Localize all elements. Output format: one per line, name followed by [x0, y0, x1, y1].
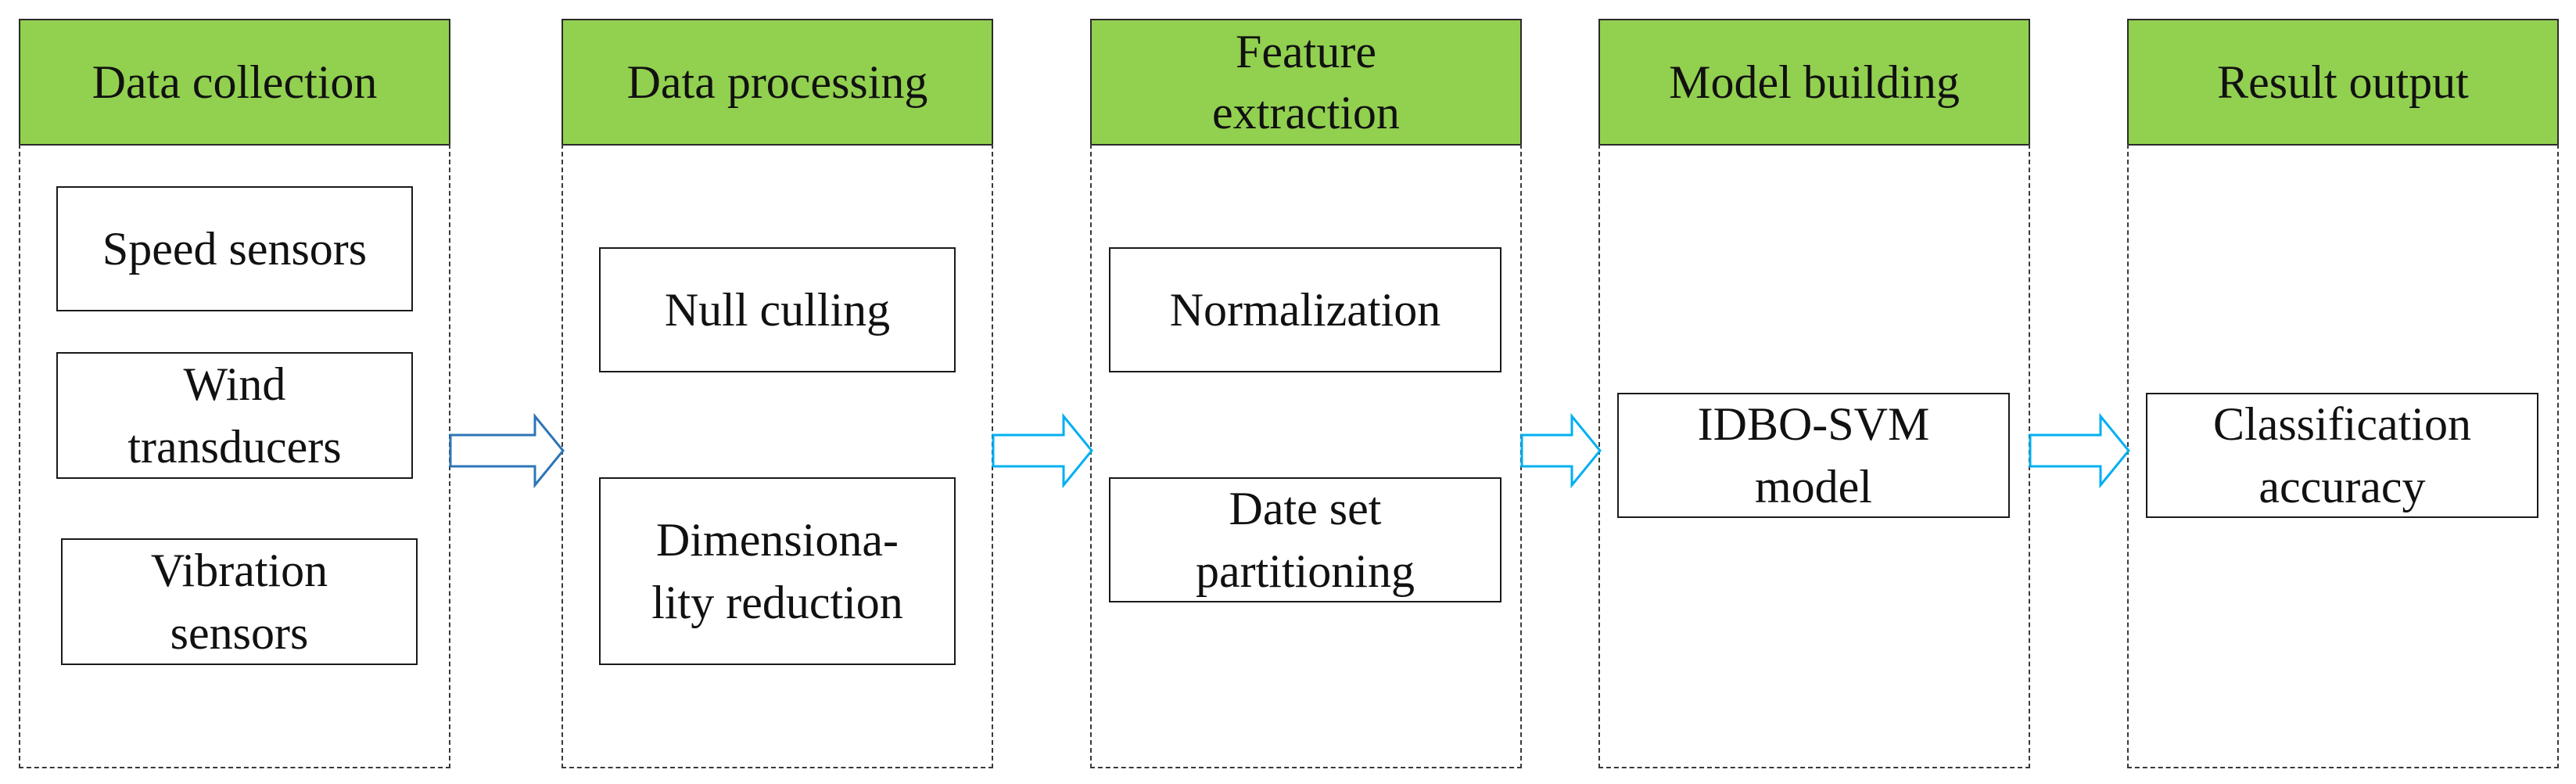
stage-feature-extraction: Feature extraction Normalization Date se… [1090, 19, 1522, 768]
node-speed-sensors: Speed sensors [56, 186, 413, 311]
node-label: IDBO-SVM model [1697, 398, 1930, 512]
node-normalization: Normalization [1109, 247, 1501, 372]
stage-header-label: Data processing [626, 56, 928, 108]
stage-result-output: Result output Classification accuracy [2127, 19, 2559, 768]
stage-header: Data processing [561, 19, 993, 146]
stage-header-label: Feature extraction [1212, 26, 1400, 138]
node-label: Dimensiona- lity reduction [651, 514, 903, 628]
stage-header-label: Model building [1669, 56, 1960, 108]
node-label: Normalization [1169, 284, 1441, 336]
stage-header: Model building [1598, 19, 2030, 146]
node-null-culling: Null culling [599, 247, 956, 372]
stage-data-collection: Data collection Speed sensors Wind trans… [19, 19, 450, 768]
node-date-set-partitioning: Date set partitioning [1109, 477, 1501, 602]
stage-header: Feature extraction [1090, 19, 1522, 146]
stage-header: Data collection [19, 19, 450, 146]
arrow-extraction-to-model [1520, 412, 1602, 489]
stage-header: Result output [2127, 19, 2559, 146]
stage-header-label: Result output [2217, 56, 2469, 108]
node-label: Speed sensors [102, 223, 368, 275]
node-classification-accuracy: Classification accuracy [2146, 393, 2538, 518]
node-vibration-sensors: Vibration sensors [61, 538, 418, 665]
node-idbo-svm-model: IDBO-SVM model [1617, 393, 2010, 518]
arrow-model-to-output [2029, 412, 2130, 489]
stage-model-building: Model building IDBO-SVM model [1598, 19, 2030, 768]
node-label: Vibration sensors [150, 545, 328, 659]
arrow-collection-to-processing [449, 412, 565, 489]
stage-body [2127, 144, 2559, 768]
node-label: Date set partitioning [1196, 483, 1415, 597]
node-label: Null culling [664, 284, 891, 336]
node-label: Classification accuracy [2213, 398, 2471, 512]
stage-data-processing: Data processing Null culling Dimensiona-… [561, 19, 993, 768]
node-label: Wind transducers [127, 358, 342, 473]
arrow-processing-to-extraction [992, 412, 1093, 489]
node-dimensionality-reduction: Dimensiona- lity reduction [599, 477, 956, 665]
stage-header-label: Data collection [91, 56, 378, 108]
node-wind-transducers: Wind transducers [56, 352, 413, 479]
